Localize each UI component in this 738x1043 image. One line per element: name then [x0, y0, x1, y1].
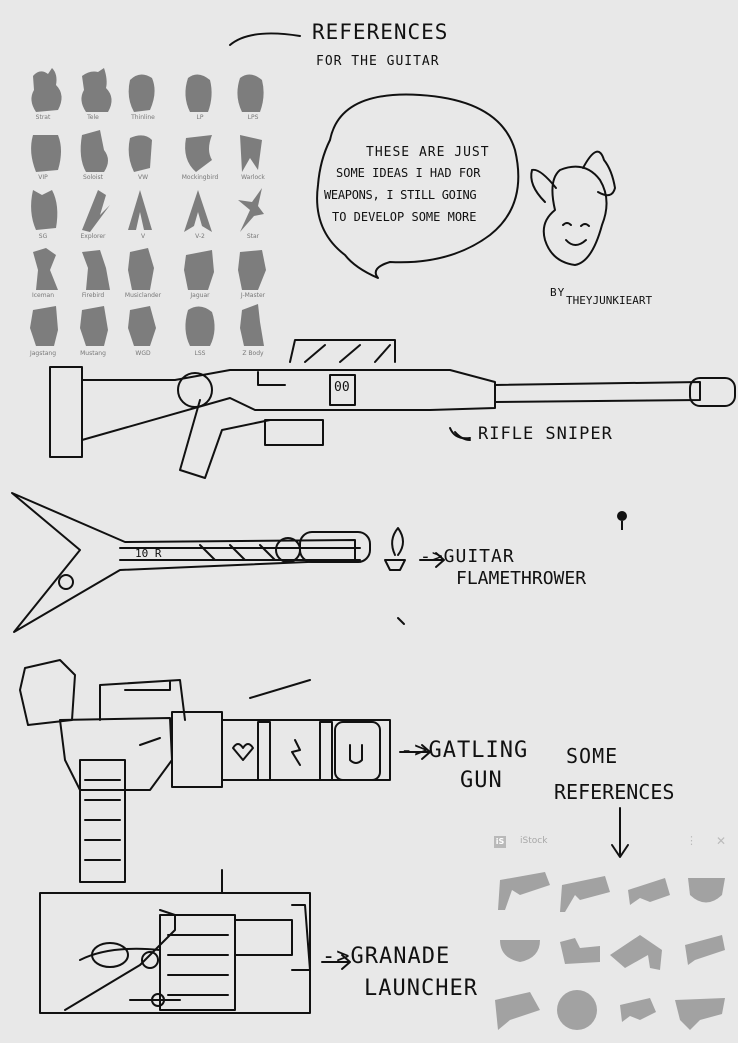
signature-by: BY	[550, 286, 566, 299]
some-refs-arrow	[611, 807, 629, 858]
grenade-label-2: LAUNCHER	[364, 976, 478, 1001]
grenade-label-arrow	[321, 954, 351, 970]
guitar-label: LSS	[194, 350, 206, 357]
flamethrower-label-1: ->GUITAR	[420, 546, 515, 567]
speech-line-3: WEAPONS, I STILL GOING	[324, 188, 477, 202]
guitar-label: Mockingbird	[181, 174, 219, 181]
rifle-mag-marking: 00	[334, 380, 350, 395]
some-references-line-2: REFERENCES	[554, 780, 675, 804]
guitar-label: Star	[246, 233, 260, 240]
guitar-label: Thinline	[131, 114, 155, 121]
guitar-label: LP	[196, 114, 204, 121]
flame-gun-marking: 10 R	[135, 547, 162, 560]
guitar-label: VW	[137, 174, 149, 181]
speech-line-4: TO DEVELOP SOME MORE	[332, 210, 477, 224]
guitar-label: Z Body	[242, 350, 264, 357]
rifle-sniper-label: RIFLE SNIPER	[478, 424, 613, 444]
guitar-label: Jaguar	[190, 292, 210, 299]
references-title: REFERENCES	[312, 20, 449, 44]
references-subtitle: FOR THE GUITAR	[316, 54, 440, 69]
guitar-label: LPS	[247, 114, 259, 121]
guitar-label: VIP	[38, 174, 48, 181]
istock-logo-icon: iS	[494, 836, 506, 848]
guitar-label: Firebird	[81, 292, 105, 299]
guitar-shape-grid	[30, 68, 266, 346]
flamethrower-label-2: FLAMETHROWER	[456, 568, 587, 589]
guitar-label: Strat	[35, 114, 51, 121]
guitar-label: V-2	[195, 233, 205, 240]
ink-blot	[617, 511, 627, 530]
guitar-label: Tele	[87, 114, 99, 121]
guitar-label: Warlock	[241, 174, 265, 181]
guitar-label: SG	[38, 233, 48, 240]
rifle-label-hook	[449, 427, 471, 440]
flame-label-arrow	[419, 552, 445, 568]
signature: THEYJUNKIEART	[566, 294, 653, 307]
istock-bar: iS iStock ⋮ ✕	[490, 832, 738, 854]
gatling-label-2: GUN	[460, 768, 503, 793]
speech-bubble	[316, 93, 520, 279]
speech-line-2: SOME IDEAS I HAD FOR	[336, 166, 481, 180]
guitar-label: V	[140, 233, 146, 240]
gatling-gun-drawing	[19, 659, 391, 883]
guitar-label: Soloist	[83, 174, 103, 181]
rifle-sniper-drawing	[49, 339, 736, 479]
guitar-label: Iceman	[31, 292, 55, 299]
guitar-label: Explorer	[80, 233, 106, 240]
guitar-label: J-Master	[240, 292, 266, 299]
guitar-flamethrower-drawing	[11, 492, 406, 633]
some-references-line-1: SOME	[566, 744, 619, 768]
gatling-label-arrow	[399, 744, 431, 760]
istock-label: iStock	[520, 836, 548, 846]
references-arrow	[229, 32, 301, 46]
camera-icon-grid	[495, 872, 725, 1030]
gatling-label-1: ->GATLING	[400, 738, 529, 763]
bunny-doodle	[530, 150, 616, 266]
speech-line-1: THESE ARE JUST	[366, 145, 490, 160]
guitar-label: Musiclander	[124, 292, 162, 299]
grenade-launcher-drawing	[39, 869, 311, 1014]
guitar-label: Mustang	[80, 350, 106, 357]
guitar-label: Jagstang	[29, 350, 57, 357]
guitar-label: WGD	[135, 350, 151, 357]
close-icon[interactable]: ✕	[716, 834, 727, 848]
grenade-label-1: ->GRANADE	[322, 944, 451, 969]
more-menu-icon[interactable]: ⋮	[686, 834, 697, 847]
